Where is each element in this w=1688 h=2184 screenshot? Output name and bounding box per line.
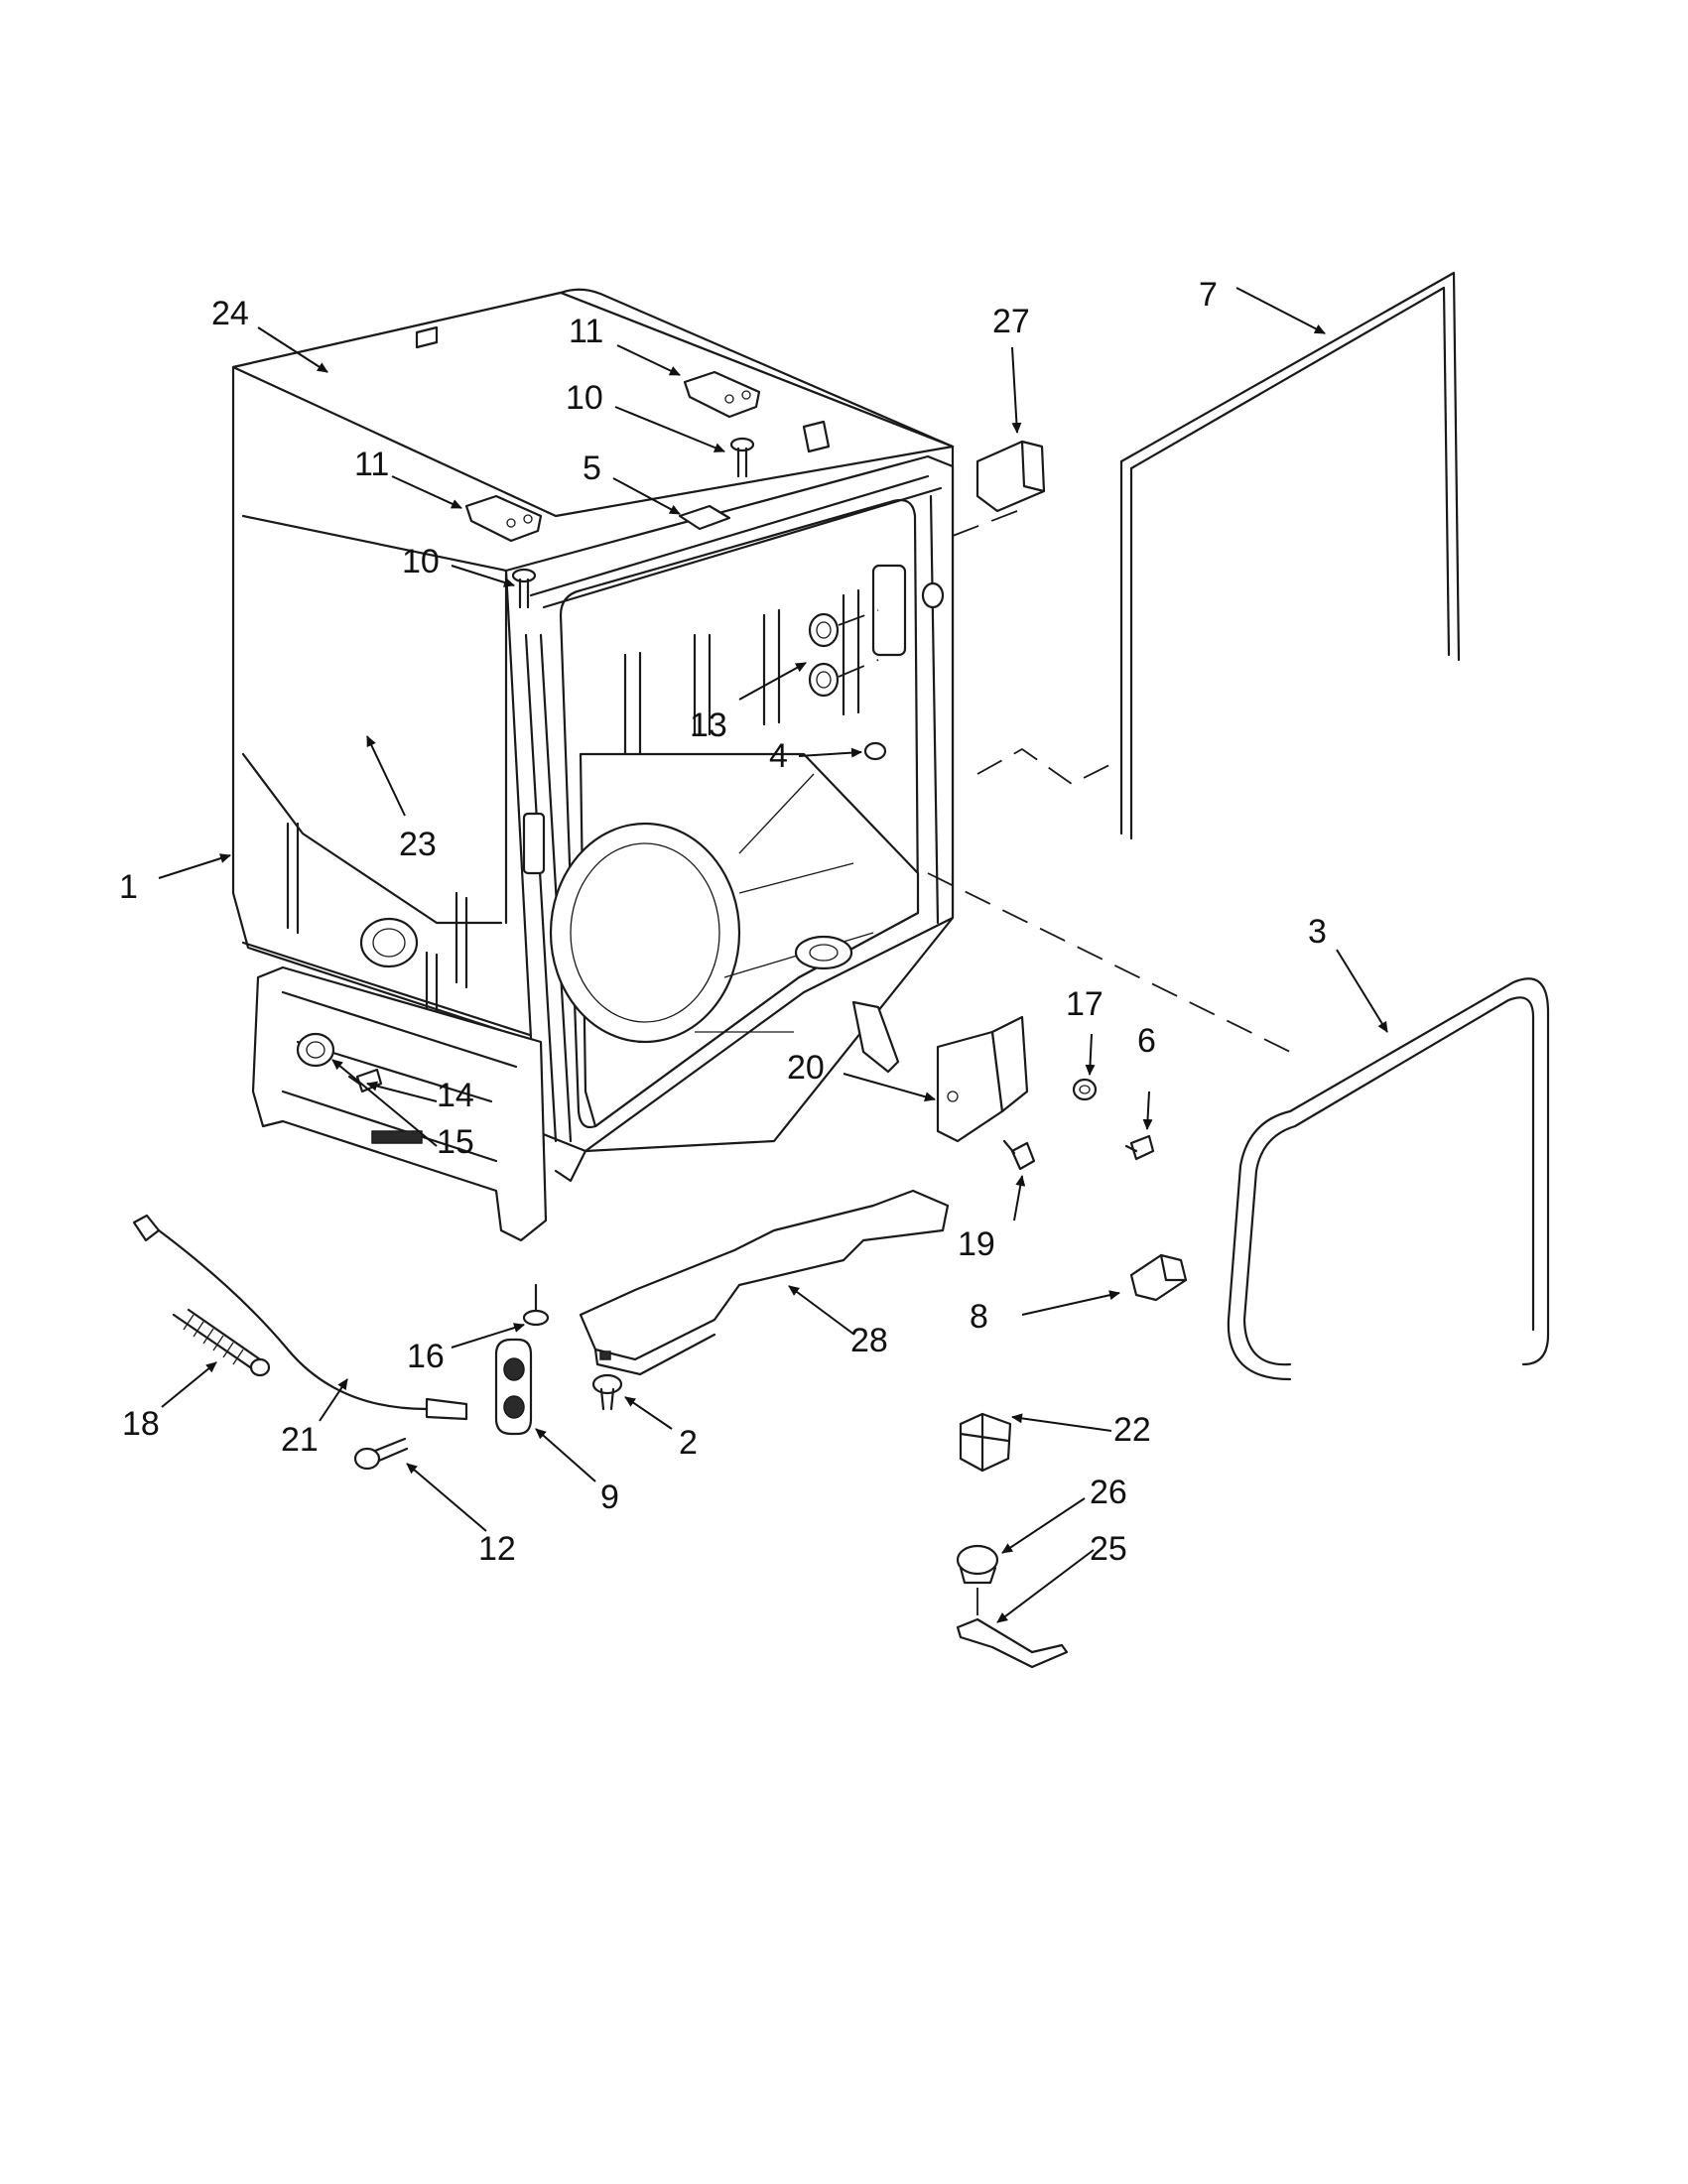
callout-label-14: 14 bbox=[437, 1077, 474, 1114]
clip-drawing bbox=[678, 504, 731, 531]
hinge-bracket-upper-drawing bbox=[683, 370, 761, 419]
part-26-drawing bbox=[956, 1544, 999, 1585]
bracket-20-drawing bbox=[936, 1015, 1029, 1143]
callout-label-25: 25 bbox=[1090, 1530, 1127, 1568]
callout-label-6: 6 bbox=[1137, 1022, 1156, 1060]
cable-21-drawing bbox=[132, 1214, 468, 1421]
callout-label-16: 16 bbox=[407, 1338, 445, 1375]
bearings-drawing bbox=[808, 612, 840, 698]
callout-label-10b: 10 bbox=[402, 543, 440, 580]
callout-label-15: 15 bbox=[437, 1123, 474, 1161]
hinge-bracket-lower-drawing bbox=[464, 494, 543, 543]
callout-label-21: 21 bbox=[281, 1421, 319, 1459]
screw-12-drawing bbox=[353, 1437, 409, 1471]
callout-label-13: 13 bbox=[690, 707, 727, 744]
callout-label-7: 7 bbox=[1199, 276, 1218, 314]
callout-label-2: 2 bbox=[679, 1424, 698, 1462]
part-8-drawing bbox=[1129, 1253, 1188, 1302]
callout-label-11b: 11 bbox=[354, 446, 389, 483]
screw-upper-drawing bbox=[729, 437, 755, 478]
leg-16-drawing bbox=[522, 1283, 550, 1327]
callout-label-8: 8 bbox=[970, 1298, 988, 1336]
part-22-drawing bbox=[959, 1412, 1012, 1473]
clip-17-drawing bbox=[1072, 1078, 1098, 1101]
callout-label-17: 17 bbox=[1066, 985, 1104, 1023]
callout-label-9: 9 bbox=[600, 1478, 619, 1516]
screw-6-drawing bbox=[1124, 1134, 1155, 1161]
callout-label-11a: 11 bbox=[569, 313, 603, 350]
callout-label-20: 20 bbox=[787, 1049, 825, 1087]
callout-label-24: 24 bbox=[211, 295, 249, 332]
callout-label-5: 5 bbox=[583, 450, 601, 487]
callout-label-1: 1 bbox=[119, 868, 138, 906]
callout-label-28: 28 bbox=[850, 1322, 888, 1359]
bracket-25-drawing bbox=[956, 1617, 1069, 1669]
part-2-drawing bbox=[591, 1373, 623, 1411]
callout-label-27: 27 bbox=[992, 303, 1030, 340]
callout-label-18: 18 bbox=[122, 1405, 160, 1443]
spring-18-drawing bbox=[172, 1308, 271, 1377]
leader-lines bbox=[158, 287, 1388, 1623]
callout-label-10a: 10 bbox=[566, 379, 603, 417]
screw-lower-drawing bbox=[511, 568, 537, 609]
tub-seal-drawing bbox=[1227, 977, 1550, 1381]
tub-assembly-drawing bbox=[231, 288, 955, 1242]
callout-label-23: 23 bbox=[399, 826, 437, 863]
callout-label-26: 26 bbox=[1090, 1474, 1127, 1511]
part-27-drawing bbox=[975, 440, 1046, 513]
part-9-drawing bbox=[494, 1338, 533, 1436]
part-4-drawing bbox=[863, 741, 887, 761]
callout-label-4: 4 bbox=[769, 737, 788, 775]
screw-19-drawing bbox=[1002, 1139, 1036, 1171]
callout-label-22: 22 bbox=[1113, 1411, 1151, 1449]
door-gasket-drawing bbox=[1119, 271, 1461, 840]
callout-label-3: 3 bbox=[1308, 913, 1327, 951]
callout-label-12: 12 bbox=[478, 1530, 516, 1568]
callout-label-19: 19 bbox=[958, 1225, 995, 1263]
panel-28-drawing bbox=[579, 1189, 950, 1376]
callout-labels: 1 2 3 4 5 6 7 8 9 10 10 11 11 12 13 14 1… bbox=[119, 276, 1327, 1568]
